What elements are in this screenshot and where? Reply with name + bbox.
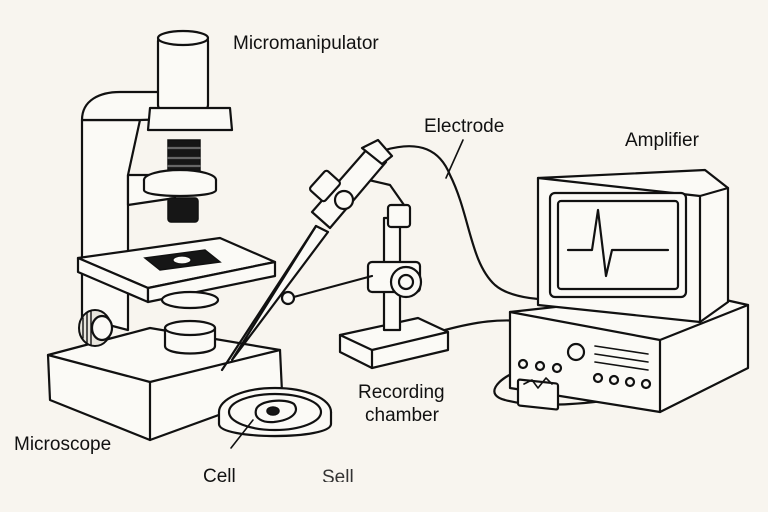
electrode-pointer-line [445, 139, 464, 179]
label-micromanipulator: Micromanipulator [233, 33, 379, 54]
label-recording: Recording [358, 382, 445, 403]
microscope-icon [46, 29, 284, 442]
micromanipulator-icon [280, 176, 450, 370]
oscilloscope-screen-icon [556, 199, 680, 291]
label-microscope: Microscope [14, 434, 112, 455]
label-cell: Cell [203, 466, 236, 487]
cell-icon [254, 399, 298, 424]
electrode-cable [383, 145, 562, 302]
label-amplifier: Amplifier [625, 130, 699, 151]
electrode-icon [220, 138, 394, 372]
label-electrode: Electrode [424, 116, 505, 137]
cell-pointer-line [230, 419, 254, 449]
label-chamber: chamber [365, 405, 439, 426]
label-cell-ghost: Sell [322, 468, 354, 482]
